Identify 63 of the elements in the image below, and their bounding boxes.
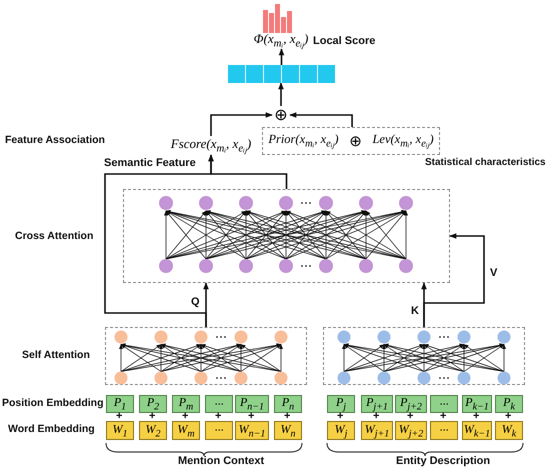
arrow <box>278 48 284 65</box>
row-label: Self Attention <box>22 349 90 362</box>
plus-sign: + <box>407 410 414 424</box>
position-embedding-box: P$_{1}$ <box>106 395 134 413</box>
plus-sign: + <box>248 410 254 424</box>
arrow <box>203 282 209 327</box>
self-attention-box <box>105 327 307 385</box>
arrow <box>423 233 485 327</box>
arrow <box>210 112 273 136</box>
cross-attention-box <box>123 189 450 283</box>
position-embedding-box: P$_{n}$ <box>274 395 302 413</box>
caption-text: Statistical characteristics <box>425 157 546 169</box>
word-embedding-box: W$_{n−1}$ <box>235 421 269 440</box>
word-embedding-box: ··· <box>430 421 458 440</box>
vector-bar <box>228 65 335 83</box>
plus-sign: + <box>337 410 344 424</box>
formula-text: Φ(x$_{mᵢ}$, x$_{eᵢⱼ}$) <box>252 32 310 49</box>
row-label: Mention Context <box>178 455 264 468</box>
word-embedding-box: W$_{j}$ <box>327 421 355 440</box>
self-attention-box <box>323 327 525 385</box>
position-embedding-box: ··· <box>430 395 458 413</box>
word-embedding-box: W$_{j+1}$ <box>361 421 393 440</box>
word-embedding-box: ··· <box>205 421 233 440</box>
word-embedding-box: W$_{j+2}$ <box>395 421 427 440</box>
plus-sign: + <box>284 410 290 424</box>
word-embedding-box: W$_{n}$ <box>274 421 302 440</box>
plus-sign: + <box>473 410 480 424</box>
edge-label: Q <box>190 296 201 310</box>
plus-sign: + <box>440 410 446 424</box>
position-embedding-box: P$_{j}$ <box>327 395 355 413</box>
plus-sign: + <box>215 410 222 424</box>
position-embedding-box: P$_{j+2}$ <box>395 395 427 413</box>
plus-sign: + <box>149 410 156 424</box>
arrow <box>289 112 353 127</box>
plus-sign: + <box>116 410 122 424</box>
position-embedding-box: P$_{k}$ <box>495 395 523 413</box>
formula-text: Prior(x$_{mᵢ}$, x$_{eᵢⱼ}$) <box>268 132 339 150</box>
position-embedding-box: P$_{m}$ <box>172 395 200 413</box>
position-embedding-box: ··· <box>205 395 233 413</box>
row-label: Feature Association <box>5 134 105 147</box>
row-label: Entity Description <box>396 455 490 468</box>
plus-sign: + <box>505 410 512 424</box>
direct-sum-symbol: ⊕ <box>272 106 290 124</box>
formula-text: Lev(x$_{mᵢ}$, x$_{eᵢⱼ}$) <box>372 132 434 150</box>
position-embedding-box: P$_{2}$ <box>139 395 167 413</box>
direct-sum-symbol: ⊕ <box>349 132 362 150</box>
row-label: Cross Attention <box>15 230 94 243</box>
formula-text: Fscore(x$_{mᵢ}$, x$_{eᵢⱼ}$) <box>166 136 256 155</box>
word-embedding-box: W$_{2}$ <box>139 421 167 440</box>
word-embedding-box: W$_{k}$ <box>495 421 523 440</box>
row-label: Word Embedding <box>8 423 95 436</box>
row-label: Position Embedding <box>2 397 104 410</box>
position-embedding-box: P$_{j+1}$ <box>361 395 393 413</box>
word-embedding-box: W$_{k−1}$ <box>462 421 492 440</box>
word-embedding-box: W$_{m}$ <box>172 421 200 440</box>
word-embedding-box: W$_{1}$ <box>106 421 134 440</box>
plus-sign: + <box>182 410 188 424</box>
plus-sign: + <box>373 410 380 424</box>
feature-box <box>262 127 440 155</box>
arrow <box>278 82 284 106</box>
position-embedding-box: P$_{n−1}$ <box>235 395 269 413</box>
position-embedding-box: P$_{k−1}$ <box>462 395 492 413</box>
caption-text: Local Score <box>313 35 376 48</box>
